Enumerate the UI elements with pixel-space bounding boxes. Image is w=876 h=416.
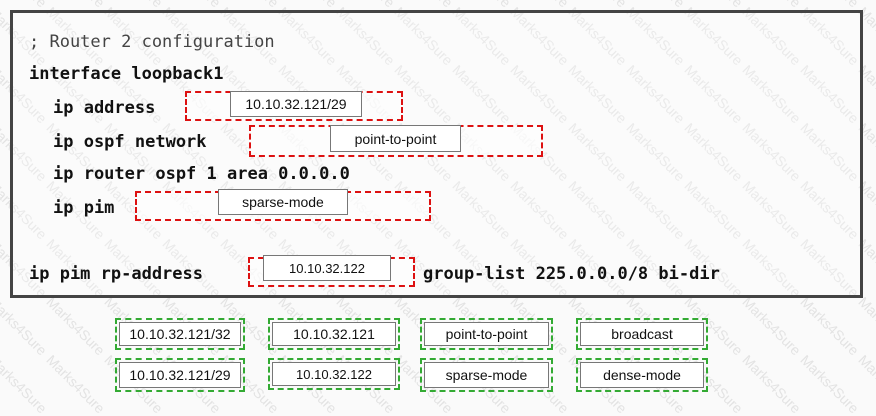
watermark-text: Marks4Sure xyxy=(217,0,282,10)
option-frame-7: sparse-mode xyxy=(420,358,553,392)
watermark-text: Marks4Sure xyxy=(507,0,572,10)
option-chip-point-to-point[interactable]: point-to-point xyxy=(424,322,549,346)
watermark-text: Marks4Sure xyxy=(0,293,51,359)
watermark-text: Marks4Sure xyxy=(797,293,863,359)
option-frame-6: 10.10.32.122 xyxy=(268,358,400,390)
placed-chip-ip-address[interactable]: 10.10.32.121/29 xyxy=(230,91,362,117)
option-chip-ip-121[interactable]: 10.10.32.121 xyxy=(272,322,396,346)
option-chip-sparse-mode[interactable]: sparse-mode xyxy=(424,362,549,388)
watermark-text: Marks4Sure xyxy=(0,351,51,416)
placed-chip-ospf-network[interactable]: point-to-point xyxy=(330,125,461,152)
option-frame-5: 10.10.32.121/29 xyxy=(115,358,245,392)
group-list-text: group-list 225.0.0.0/8 bi-dir xyxy=(423,264,720,284)
watermark-text: Marks4Sure xyxy=(101,0,166,10)
watermark-text: Marks4Sure xyxy=(0,0,50,10)
watermark-text: Marks4Sure xyxy=(391,0,456,10)
watermark-text: Marks4Sure xyxy=(43,351,109,416)
ip-ospf-network-label: ip ospf network xyxy=(53,132,207,152)
option-frame-8: dense-mode xyxy=(576,358,708,392)
option-chip-broadcast[interactable]: broadcast xyxy=(580,322,704,346)
option-frame-3: point-to-point xyxy=(420,318,553,350)
watermark-text: Marks4Sure xyxy=(275,0,340,10)
watermark-text: Marks4Sure xyxy=(739,293,805,359)
config-comment: ; Router 2 configuration xyxy=(29,32,275,52)
option-chip-dense-mode[interactable]: dense-mode xyxy=(580,362,704,388)
watermark-text: Marks4Sure xyxy=(797,0,862,10)
ip-pim-label: ip pim xyxy=(53,198,115,218)
ip-router-ospf-line: ip router ospf 1 area 0.0.0.0 xyxy=(53,164,350,184)
option-frame-2: 10.10.32.121 xyxy=(268,318,400,350)
ip-address-label: ip address xyxy=(53,98,156,118)
watermark-text: Marks4Sure xyxy=(159,0,224,10)
watermark-text: Marks4Sure xyxy=(797,351,863,416)
watermark-text: Marks4Sure xyxy=(449,0,514,10)
option-frame-4: broadcast xyxy=(576,318,708,350)
watermark-text: Marks4Sure xyxy=(855,0,876,10)
watermark-text: Marks4Sure xyxy=(739,351,805,416)
watermark-text: Marks4Sure xyxy=(623,0,688,10)
ip-pim-rp-address-label: ip pim rp-address xyxy=(29,264,203,284)
option-chip-ip-122[interactable]: 10.10.32.122 xyxy=(272,362,396,386)
option-frame-1: 10.10.32.121/32 xyxy=(115,318,245,350)
watermark-text: Marks4Sure xyxy=(855,351,876,416)
watermark-text: Marks4Sure xyxy=(855,293,876,359)
placed-chip-ip-pim[interactable]: sparse-mode xyxy=(218,189,348,215)
watermark-text: Marks4Sure xyxy=(565,0,630,10)
watermark-text: Marks4Sure xyxy=(333,0,398,10)
config-panel: ; Router 2 configuration interface loopb… xyxy=(10,10,863,298)
option-chip-ip-121-29[interactable]: 10.10.32.121/29 xyxy=(119,362,241,388)
interface-line: interface loopback1 xyxy=(29,64,224,84)
watermark-text: Marks4Sure xyxy=(43,293,109,359)
option-chip-ip-121-32[interactable]: 10.10.32.121/32 xyxy=(119,322,241,346)
watermark-text: Marks4Sure xyxy=(739,0,804,10)
watermark-text: Marks4Sure xyxy=(681,0,746,10)
watermark-text: Marks4Sure xyxy=(43,0,108,10)
placed-chip-rp-address[interactable]: 10.10.32.122 xyxy=(263,255,391,281)
